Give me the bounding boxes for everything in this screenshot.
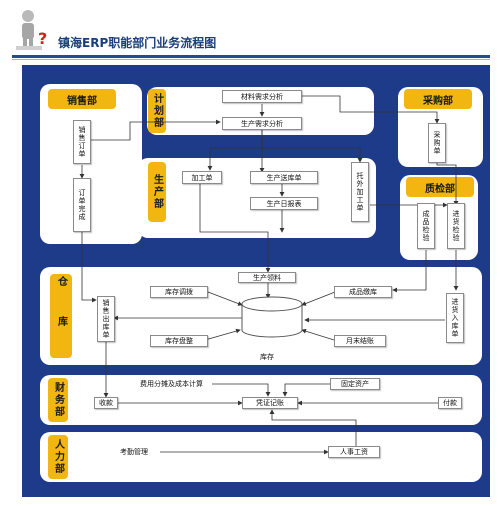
label-attendance: 考勤管理 bbox=[120, 448, 148, 456]
sales-panel bbox=[40, 84, 142, 244]
box-payment: 付款 bbox=[438, 397, 462, 409]
header-divider bbox=[12, 55, 490, 58]
box-process-order: 加工单 bbox=[182, 171, 222, 184]
box-prod-dispatch: 生产送库单 bbox=[250, 171, 318, 184]
box-prod-daily: 生产日报表 bbox=[250, 197, 318, 210]
figure-question-icon: ? bbox=[16, 10, 47, 50]
logo: ? bbox=[14, 6, 52, 52]
box-purchase-order: 采购单 bbox=[428, 123, 446, 163]
box-sales-out: 销售出库单 bbox=[97, 296, 115, 342]
box-month-end: 月末结账 bbox=[334, 335, 386, 347]
inventory-cylinder bbox=[240, 296, 304, 338]
box-finished-check: 成品检验 bbox=[417, 203, 435, 249]
box-order-done: 订单完成 bbox=[73, 178, 91, 232]
dept-qc: 质检部 bbox=[406, 177, 474, 197]
box-hr-salary: 人事工资 bbox=[328, 446, 380, 458]
box-prod-picking: 生产领料 bbox=[238, 272, 296, 283]
dept-hr: 人力部 bbox=[48, 435, 68, 479]
dept-sales: 销售部 bbox=[48, 89, 116, 109]
header-divider-thin bbox=[12, 59, 490, 60]
box-incoming-check: 进货检验 bbox=[447, 203, 465, 249]
box-material-analysis: 材料需求分析 bbox=[222, 90, 302, 103]
hr-panel bbox=[40, 432, 482, 482]
dept-warehouse: 仓库 bbox=[50, 274, 72, 358]
box-fixed-assets: 固定资产 bbox=[330, 378, 380, 390]
box-stock-count: 库存盘整 bbox=[150, 335, 208, 347]
box-production-analysis: 生产需求分析 bbox=[222, 117, 302, 130]
box-sales-order: 销售订单 bbox=[73, 120, 91, 164]
box-finished-in: 成品缴库 bbox=[334, 286, 392, 298]
label-cost-alloc: 费用分摊及成本计算 bbox=[140, 380, 203, 388]
box-outsource: 托外加工单 bbox=[351, 162, 369, 222]
inventory-label: 库存 bbox=[260, 353, 274, 361]
box-receipt: 收款 bbox=[94, 397, 118, 409]
dept-finance: 财务部 bbox=[48, 378, 68, 422]
page-title: 镇海ERP职能部门业务流程图 bbox=[58, 36, 217, 50]
box-stock-transfer: 库存调拨 bbox=[150, 286, 208, 298]
svg-text:?: ? bbox=[38, 29, 47, 48]
box-purchase-in: 进货入库单 bbox=[446, 293, 464, 343]
database-icon bbox=[241, 296, 303, 338]
dept-purchase: 采购部 bbox=[404, 89, 472, 109]
dept-production: 生产部 bbox=[148, 162, 166, 222]
box-voucher: 凭证记账 bbox=[242, 397, 298, 409]
